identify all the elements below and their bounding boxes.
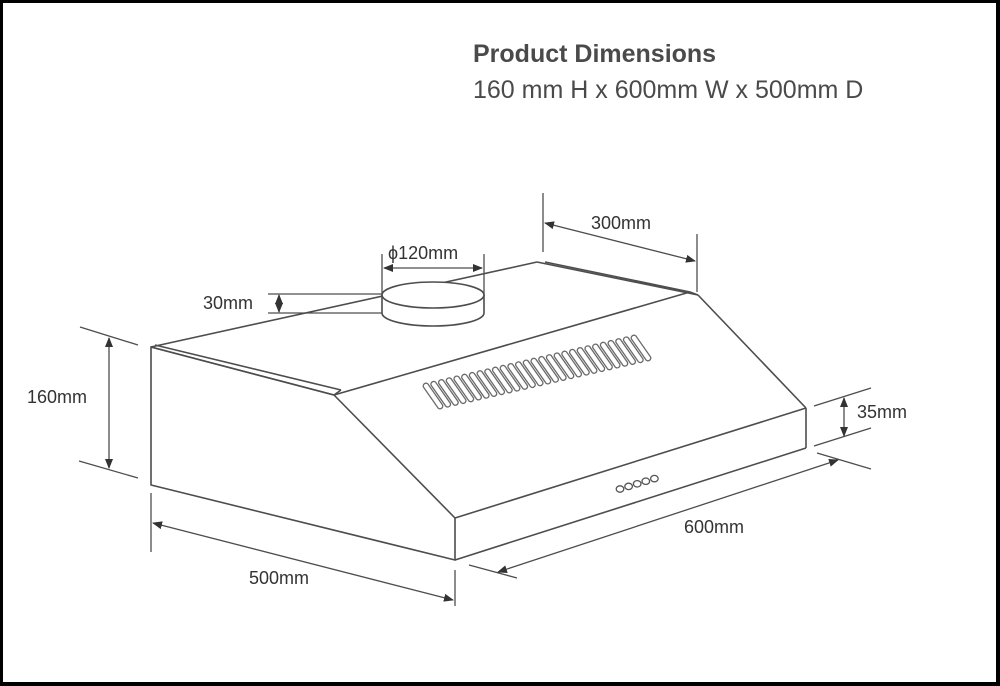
- vent-slot: [538, 355, 559, 383]
- page-title: Product Dimensions: [473, 40, 717, 68]
- diagram-frame: Product Dimensions 160 mm H x 600mm W x …: [3, 3, 996, 682]
- vent-slot: [522, 359, 544, 387]
- title-block: Product Dimensions 160 mm H x 600mm W x …: [473, 39, 863, 105]
- label-front-lip-height: 35mm: [857, 402, 907, 422]
- vent-slot: [615, 338, 637, 365]
- vent-slot: [484, 368, 506, 396]
- vent-slot: [445, 377, 467, 405]
- vent-slot: [437, 379, 459, 406]
- vent-slot: [561, 350, 583, 378]
- duct-collar: [381, 281, 485, 327]
- dimensions-summary: 160 mm H x 600mm W x 500mm D: [473, 76, 864, 104]
- range-hood-drawing: ϕ120mm 30mm 300mm 160mm 35mm 600mm 500mm: [27, 193, 907, 606]
- vent-slot: [430, 380, 452, 408]
- control-button: [615, 485, 625, 493]
- label-duct-height: 30mm: [203, 293, 253, 313]
- vent-slot: [422, 382, 444, 410]
- label-top-depth: 300mm: [591, 213, 651, 233]
- vent-slot: [599, 341, 621, 369]
- control-buttons: [615, 474, 659, 493]
- vent-slot: [499, 364, 521, 392]
- vent-slot: [576, 347, 598, 374]
- vent-slot: [630, 334, 652, 362]
- control-button: [624, 482, 634, 491]
- vent-slot: [568, 348, 590, 376]
- vent-slot: [530, 357, 552, 385]
- label-width: 600mm: [684, 517, 744, 537]
- vent-slot: [607, 339, 629, 367]
- vent-slot: [507, 363, 529, 390]
- vent-slot: [553, 352, 575, 380]
- label-depth: 500mm: [249, 568, 309, 588]
- label-height: 160mm: [27, 387, 87, 407]
- dimension-lines: [78, 193, 872, 606]
- vent-slots: [422, 334, 652, 410]
- vent-slot: [491, 366, 513, 394]
- vent-slot: [515, 361, 536, 389]
- vent-slot: [476, 370, 498, 397]
- label-duct-diameter: ϕ120mm: [388, 243, 458, 263]
- vent-slot: [461, 373, 482, 401]
- control-button: [649, 474, 659, 483]
- vent-slot: [592, 343, 613, 371]
- vent-slot: [584, 345, 606, 373]
- control-button: [632, 479, 642, 488]
- vent-slot: [545, 354, 567, 381]
- vent-slot: [622, 336, 644, 364]
- control-button: [641, 477, 651, 486]
- vent-slot: [453, 375, 475, 403]
- vent-slot: [468, 371, 490, 399]
